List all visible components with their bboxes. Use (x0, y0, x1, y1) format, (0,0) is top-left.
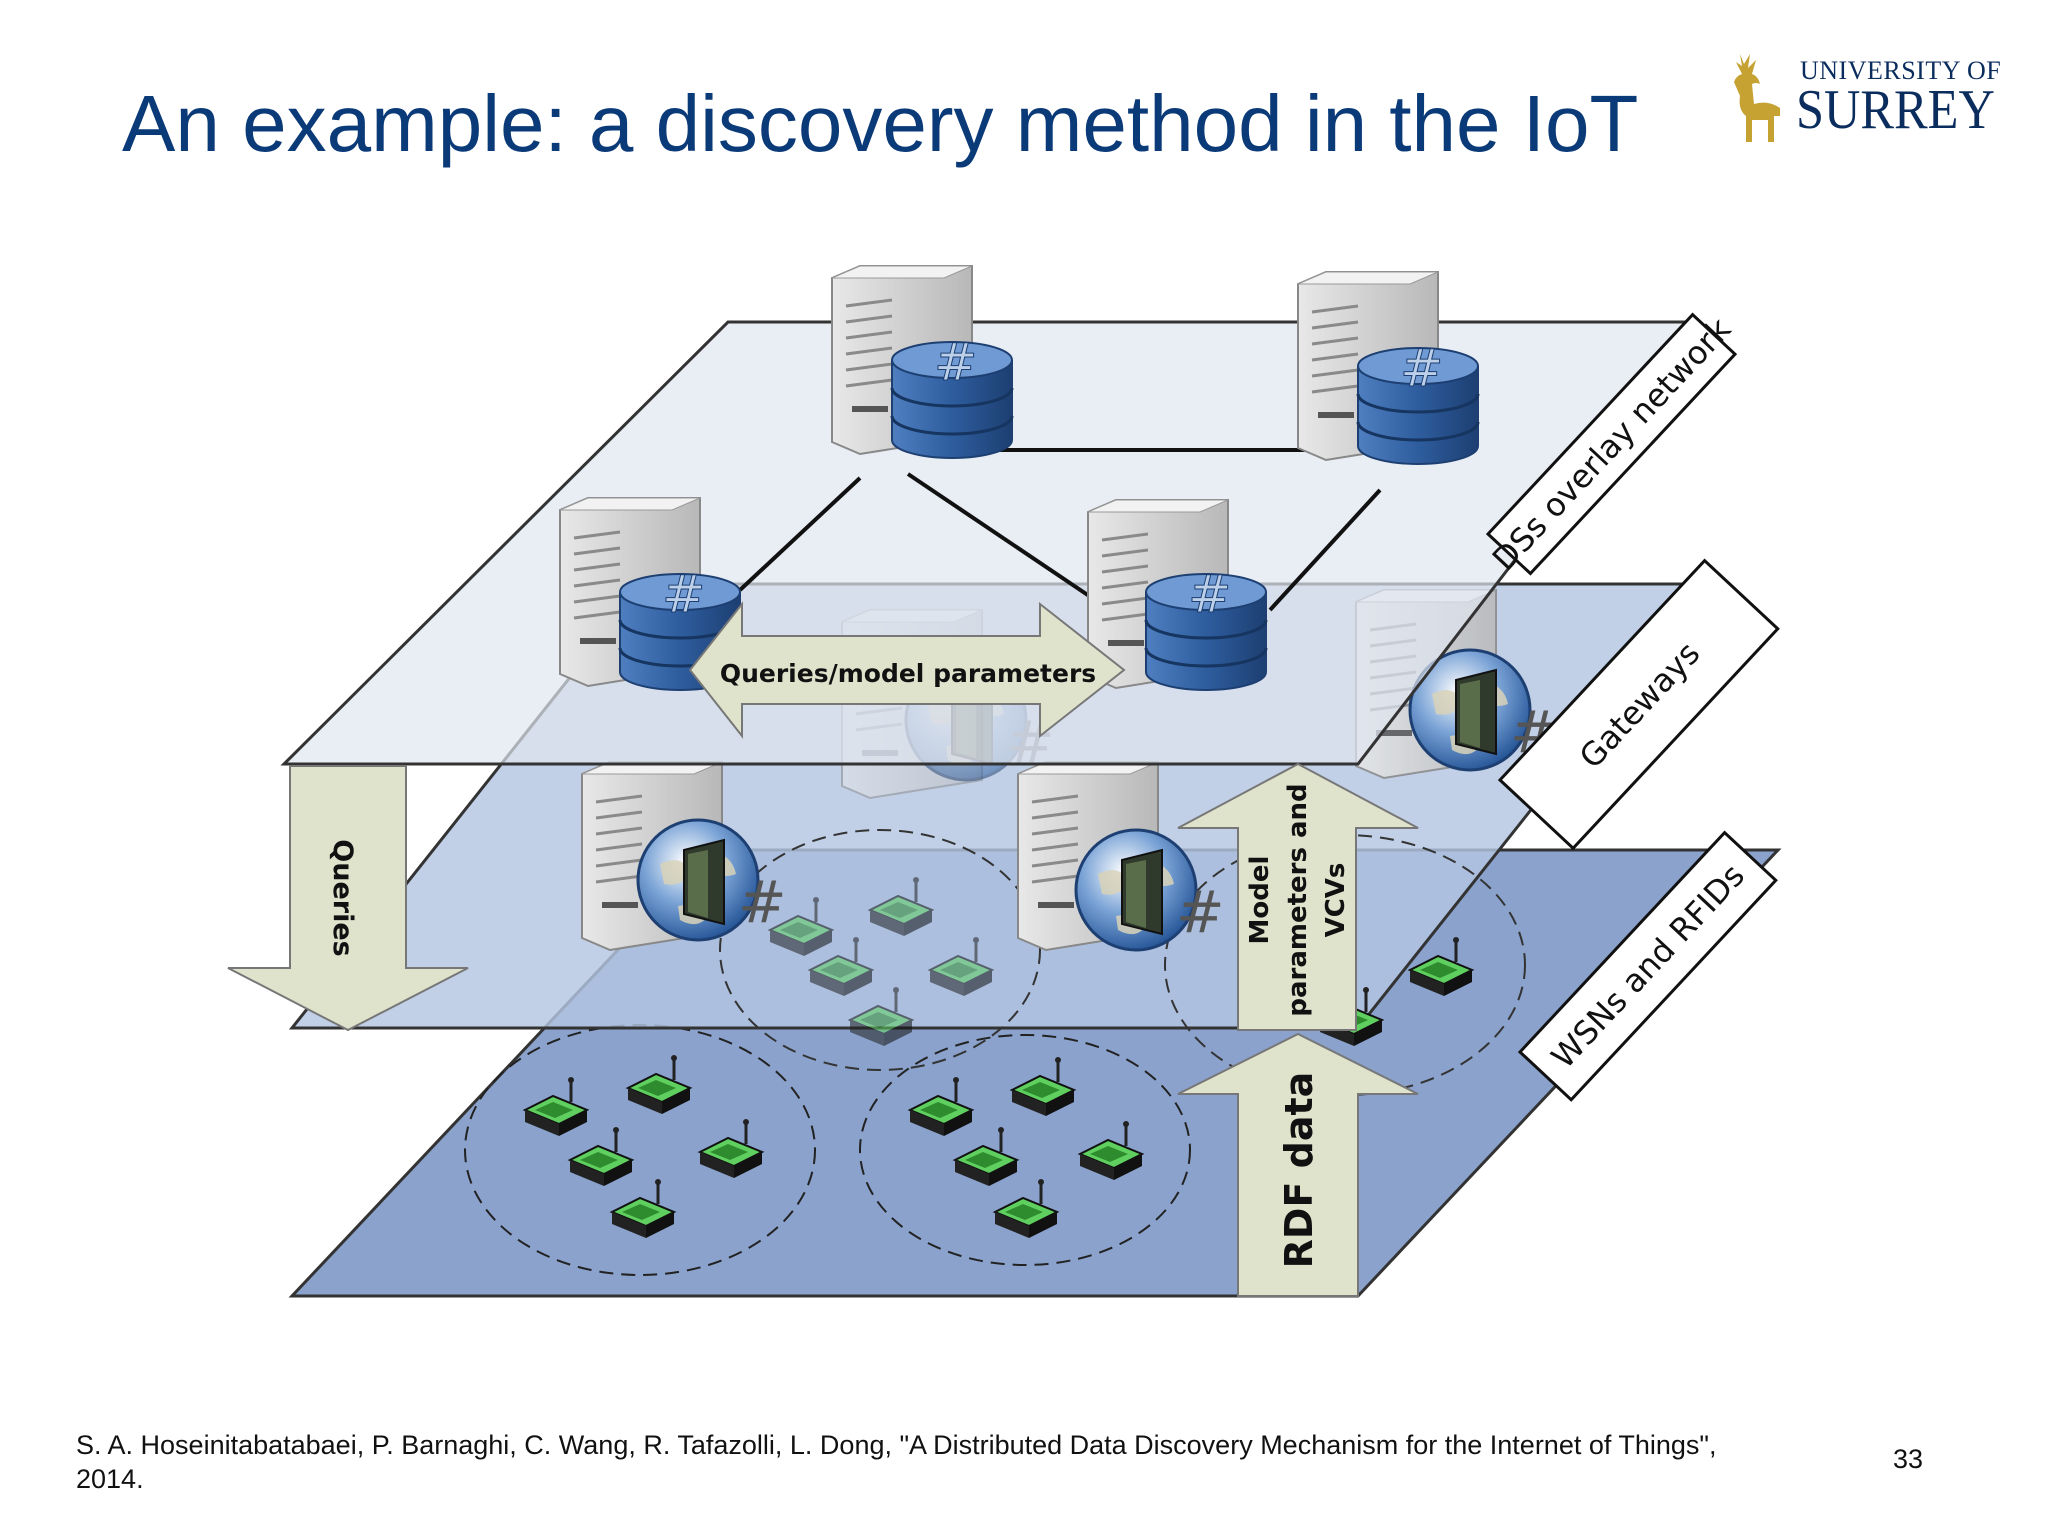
citation-line1: S. A. Hoseinitabatabaei, P. Barnaghi, C.… (76, 1430, 1717, 1460)
rdf-data-up-arrow: RDF data (1177, 1032, 1419, 1297)
slide-title: An example: a discovery method in the Io… (122, 79, 1639, 168)
queries-label: Queries (327, 839, 358, 956)
model-label-line1: Model (1245, 856, 1275, 945)
model-label-line2: parameters and (1283, 783, 1313, 1016)
stag-icon (1734, 54, 1780, 142)
queries-down-arrow: Queries (227, 765, 469, 1032)
rdf-data-label: RDF data (1277, 1072, 1321, 1269)
logo-surrey: SURREY (1796, 79, 1995, 141)
citation-line2: 2014. (76, 1464, 144, 1494)
queries-model-parameters-label: Queries/model parameters (720, 659, 1096, 688)
page-number: 33 (1893, 1444, 1924, 1474)
citation: S. A. Hoseinitabatabaei, P. Barnaghi, C.… (76, 1428, 1876, 1496)
queries-model-parameters-arrow: Queries/model parameters (688, 601, 1126, 739)
model-label-line3: VCVs (1321, 863, 1351, 938)
dss-overlay-plane (280, 264, 1702, 766)
model-parameters-up-arrow: Model parameters and VCVs (1177, 762, 1419, 1031)
logo-university-of: UNIVERSITY OF (1800, 56, 2002, 85)
university-logo: UNIVERSITY OF SURREY (1710, 46, 2010, 146)
